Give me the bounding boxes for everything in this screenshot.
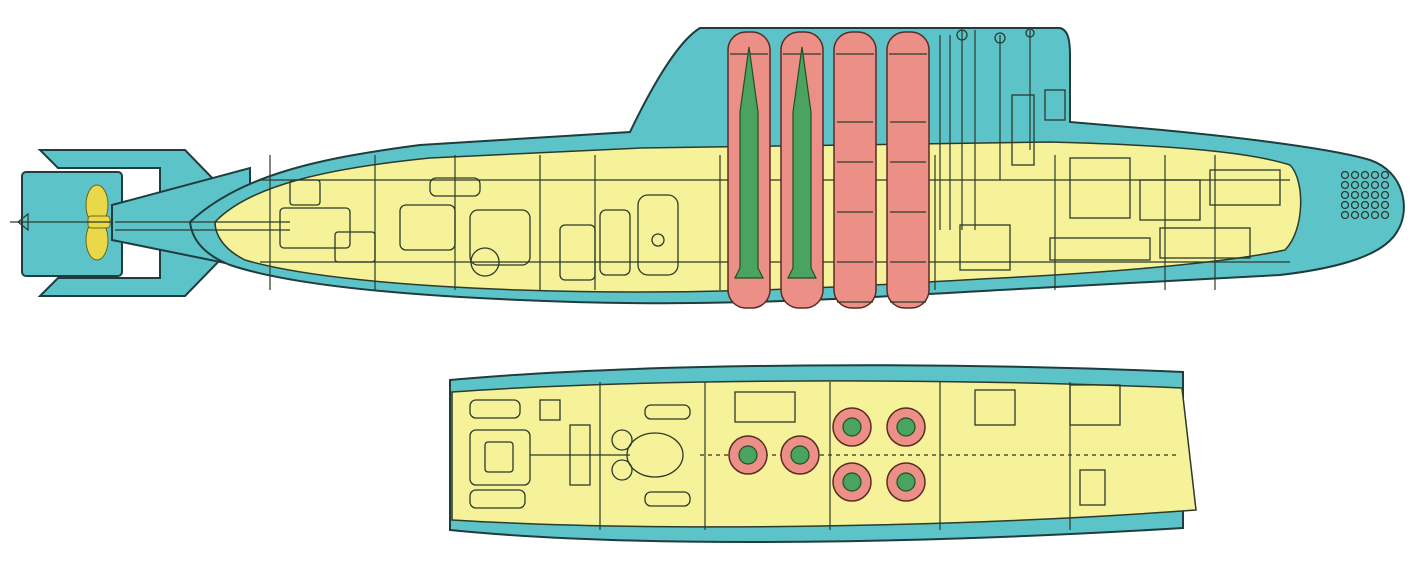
sonar-element: [1380, 180, 1390, 190]
sonar-element: [1360, 170, 1370, 180]
tube-hatch: [886, 407, 926, 447]
tube-hatch: [780, 435, 820, 475]
sonar-element: [1360, 200, 1370, 210]
hatch-missile-top: [896, 417, 916, 437]
engine-room-machinery: [115, 177, 679, 281]
missile-tube: [727, 31, 771, 309]
sonar-element: [1350, 210, 1360, 220]
tube-hatch: [832, 462, 872, 502]
hatch-missile-top: [738, 445, 758, 465]
stern-tail-assembly: [10, 149, 251, 297]
propeller-icon: [85, 184, 111, 261]
sonar-element: [1370, 210, 1380, 220]
missile-tube: [780, 31, 824, 309]
plan-view: [449, 364, 1197, 544]
missile: [734, 46, 764, 279]
hatch-missile-top: [790, 445, 810, 465]
sonar-element: [1350, 200, 1360, 210]
tube-hatch: [886, 462, 926, 502]
sonar-element: [1340, 210, 1350, 220]
sail-masts: [939, 28, 1281, 271]
sonar-element: [1360, 210, 1370, 220]
plan-machinery: [469, 384, 1180, 509]
sonar-element: [1340, 170, 1350, 180]
sonar-element: [1360, 180, 1370, 190]
missile: [787, 46, 817, 279]
missile-tube: [886, 31, 930, 309]
hatch-missile-top: [896, 472, 916, 492]
sonar-element: [1350, 190, 1360, 200]
sonar-element: [1370, 200, 1380, 210]
missile-tube: [833, 31, 877, 309]
side-view: [10, 27, 1405, 309]
sonar-element: [1340, 200, 1350, 210]
sonar-element: [1350, 170, 1360, 180]
plan-tube-hatches: [728, 407, 926, 502]
sonar-element: [1380, 170, 1390, 180]
plan-pressure-hull: [451, 380, 1197, 528]
hatch-missile-top: [842, 417, 862, 437]
missile-tubes: [727, 31, 930, 309]
hatch-missile-top: [842, 472, 862, 492]
sonar-element: [1380, 210, 1390, 220]
sonar-element: [1380, 200, 1390, 210]
bow-sonar-array: [1340, 170, 1390, 220]
sonar-element: [1370, 170, 1380, 180]
sonar-element: [1340, 190, 1350, 200]
sonar-element: [1360, 190, 1370, 200]
tube-casing: [886, 31, 930, 309]
sonar-element: [1370, 180, 1380, 190]
sonar-element: [1350, 180, 1360, 190]
tube-casing: [833, 31, 877, 309]
tube-hatch: [832, 407, 872, 447]
sonar-element: [1370, 190, 1380, 200]
tube-hatch: [728, 435, 768, 475]
sonar-element: [1340, 180, 1350, 190]
sonar-element: [1380, 190, 1390, 200]
